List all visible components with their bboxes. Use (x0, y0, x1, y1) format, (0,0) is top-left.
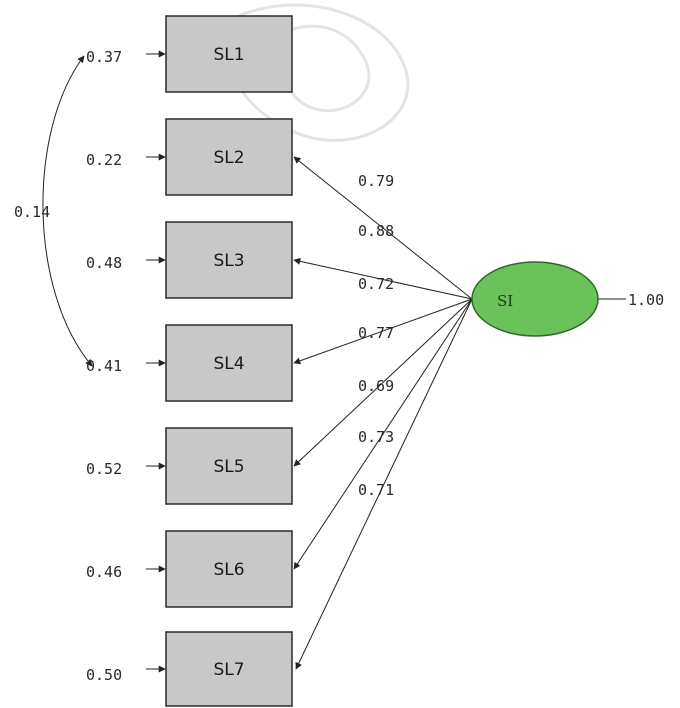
indicator-box (165, 221, 293, 299)
loading-arrow-sl7 (295, 298, 473, 670)
indicator-sl7: SL7 (165, 631, 293, 707)
indicator-sl4: SL4 (165, 324, 293, 402)
loading-label-sl5: 0.77 (358, 324, 394, 342)
error-covariance-label: 0.14 (14, 203, 50, 221)
indicator-sl6: SL6 (165, 530, 293, 608)
error-variance-sl5: 0.52 (86, 460, 122, 478)
loading-arrow-sl4 (293, 298, 473, 365)
indicator-label: SL4 (213, 354, 244, 374)
error-covariance-arc (42, 55, 93, 367)
indicator-sl3: SL3 (165, 221, 293, 299)
loading-label-sl4: 0.72 (358, 275, 394, 293)
indicator-box (165, 118, 293, 196)
latent-variance-label: 1.00 (628, 291, 664, 309)
loading-arrow-sl5 (293, 298, 473, 467)
latent-ellipse (471, 261, 599, 337)
indicator-label: SL3 (213, 251, 244, 271)
error-variance-labels: 0.37 0.22 0.48 0.41 0.52 0.46 0.50 (86, 48, 122, 684)
diagram-edges (42, 50, 473, 673)
latent-label: SI (497, 292, 513, 310)
indicator-box (165, 15, 293, 93)
loading-arrow-sl6 (293, 298, 473, 570)
error-variance-sl7: 0.50 (86, 666, 122, 684)
error-variance-sl1: 0.37 (86, 48, 122, 66)
loading-label-sl7: 0.73 (358, 428, 394, 446)
indicator-boxes: SL1 SL2 SL3 SL4 SL5 SL6 SL7 (165, 15, 293, 707)
indicator-sl5: SL5 (165, 427, 293, 505)
error-variance-sl3: 0.48 (86, 254, 122, 272)
latent-variable-si: SI (471, 261, 599, 337)
loading-label-sl2: 0.79 (358, 172, 394, 190)
loading-label-extra: 0.71 (358, 481, 394, 499)
indicator-box (165, 427, 293, 505)
indicator-label: SL5 (213, 457, 244, 477)
error-variance-sl6: 0.46 (86, 563, 122, 581)
indicator-box (165, 631, 293, 707)
loading-label-sl3: 0.88 (358, 222, 394, 240)
error-variance-sl2: 0.22 (86, 151, 122, 169)
loading-label-sl6: 0.69 (358, 377, 394, 395)
loading-arrow-sl3 (293, 257, 473, 300)
error-variance-sl4: 0.41 (86, 357, 122, 375)
indicator-label: SL6 (213, 560, 244, 580)
indicator-sl2: SL2 (165, 118, 293, 196)
loading-labels: 0.79 0.88 0.72 0.77 0.69 0.73 0.71 (358, 172, 394, 499)
loading-arrow-sl2 (293, 156, 473, 300)
indicator-label: SL7 (213, 660, 244, 680)
indicator-sl1: SL1 (165, 15, 293, 93)
indicator-label: SL2 (213, 148, 244, 168)
indicator-box (165, 324, 293, 402)
indicator-box (165, 530, 293, 608)
indicator-label: SL1 (213, 45, 244, 65)
